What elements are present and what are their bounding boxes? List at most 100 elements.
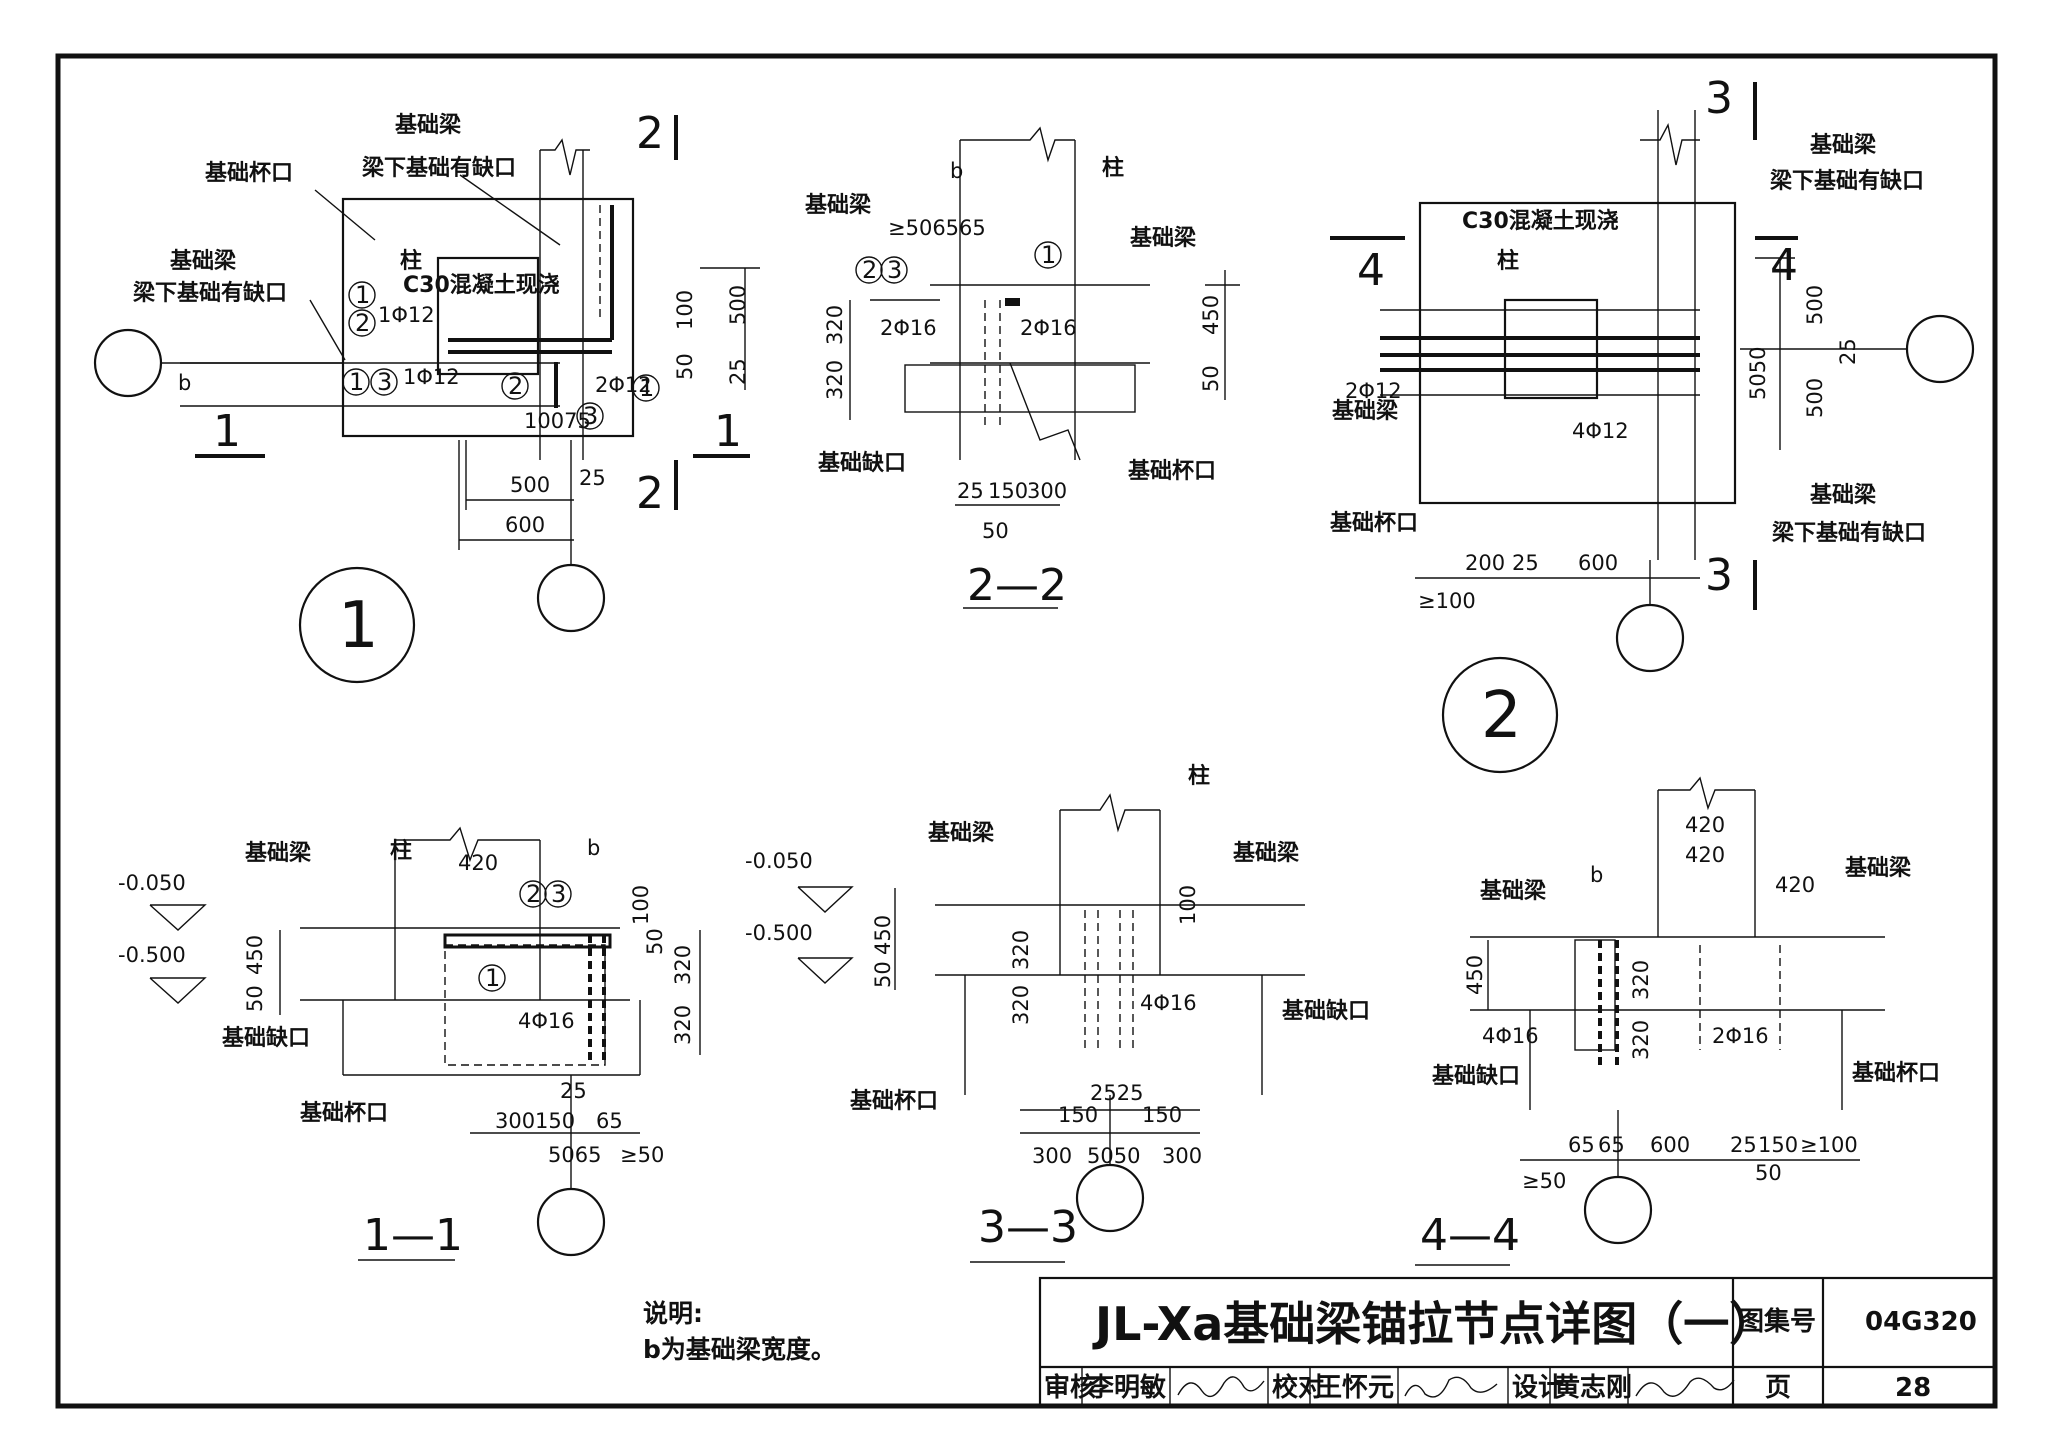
- s11-elev-1: -0.050: [118, 871, 186, 895]
- d1-mark-1b: 1: [349, 368, 364, 396]
- reviewer-name: 李明敏: [1087, 1373, 1166, 1403]
- s44-dim-65a: 65: [1568, 1133, 1595, 1157]
- d1-mark-3c: 3: [583, 402, 598, 430]
- s22-dim-50b: 50: [982, 519, 1009, 543]
- s11-mark-2: 2: [526, 880, 541, 908]
- s44-dim-420b: 420: [1685, 843, 1725, 867]
- s22-beam-label-left: 基础梁: [805, 193, 871, 218]
- section-3-3: [797, 793, 1305, 1263]
- d1-dim-50v: 50: [673, 353, 697, 380]
- s44-dim-420a: 420: [1685, 813, 1725, 837]
- s44-dim-320a: 320: [1629, 960, 1653, 1000]
- detail-2-number: 2: [1481, 679, 1522, 753]
- s44-rebar-4phi16: 4Φ16: [1482, 1024, 1539, 1048]
- s33-dim-50: 50: [871, 961, 895, 988]
- s11-dim-320b: 320: [671, 1005, 695, 1045]
- s22-mark-1: 1: [1041, 241, 1056, 269]
- s33-elev-2: -0.500: [745, 921, 813, 945]
- s11-dim-100: 100: [629, 885, 653, 925]
- s33-dim-320a: 320: [1009, 930, 1033, 970]
- s22-dim-150: 150: [988, 479, 1028, 503]
- d2-cup-label: 基础杯口: [1330, 511, 1418, 536]
- atlas-label: 图集号: [1738, 1306, 1816, 1337]
- s11-dim-420: 420: [458, 851, 498, 875]
- section-2-2: [849, 126, 1240, 609]
- d2-cut-4-left: 4: [1357, 245, 1385, 296]
- d1-dim-25v: 25: [726, 358, 750, 385]
- s11-mark-3: 3: [551, 880, 566, 908]
- s11-dim-65: 65: [596, 1109, 623, 1133]
- d2-rebar-4phi12: 4Φ12: [1572, 419, 1629, 443]
- s11-notch-label: 基础缺口: [222, 1025, 310, 1051]
- s44-notch-label: 基础缺口: [1432, 1063, 1520, 1089]
- s33-dim-150a: 150: [1058, 1103, 1098, 1127]
- d1-concrete-label: C30混凝土现浇: [403, 272, 560, 298]
- s22-dim-b: b: [950, 159, 963, 183]
- section-1-1-title: 1—1: [363, 1210, 463, 1261]
- d2-dim-25: 25: [1512, 551, 1539, 575]
- s22-mark-3: 3: [887, 256, 902, 284]
- d1-dim-100: 100: [673, 290, 697, 330]
- s22-rebar-2phi16-left: 2Φ16: [880, 316, 937, 340]
- s44-dim-65b: 65: [1598, 1133, 1625, 1157]
- detail-1-number: 1: [338, 589, 379, 663]
- s33-dim-320b: 320: [1009, 985, 1033, 1025]
- d2-cut-3-top: 3: [1705, 73, 1733, 124]
- s44-beam-label-right: 基础梁: [1845, 856, 1911, 881]
- d1-dim-600: 600: [505, 513, 545, 537]
- d1-notch-beam-label-b1: 基础梁: [170, 249, 236, 274]
- section-2-2-title: 2—2: [967, 560, 1067, 611]
- s44-dim-450: 450: [1463, 955, 1487, 995]
- d2-dim-600: 600: [1578, 551, 1618, 575]
- reviewer-signature: [1177, 1376, 1265, 1398]
- s44-dim-50: 50: [1755, 1161, 1782, 1185]
- d1-notch-beam-label-b2: 梁下基础有缺口: [132, 280, 287, 306]
- d2-column-label: 柱: [1497, 249, 1519, 274]
- s22-notch-label: 基础缺口: [818, 450, 906, 476]
- d1-dim-500: 500: [510, 473, 550, 497]
- section-4-4: [1415, 776, 1885, 1266]
- d2-dim-200: 200: [1465, 551, 1505, 575]
- s33-beam-label-left: 基础梁: [928, 821, 994, 846]
- d2-dim-ge100: ≥100: [1418, 589, 1476, 613]
- checker-name: 王怀元: [1316, 1373, 1394, 1403]
- d2-notch-beam-a2: 梁下基础有缺口: [1769, 168, 1924, 194]
- s11-dim-b: b: [587, 836, 600, 860]
- d1-mark-1a: 1: [355, 281, 370, 309]
- d1-cut-2-bottom: 2: [636, 468, 664, 519]
- check-label: 校对: [1272, 1372, 1324, 1403]
- d2-cut-4-right: 4: [1770, 240, 1798, 291]
- d1-dim-b: b: [178, 371, 191, 395]
- d1-cup-label: 基础杯口: [205, 161, 293, 186]
- s22-mark-2: 2: [862, 256, 877, 284]
- s44-dim-ge50: ≥50: [1522, 1169, 1566, 1193]
- s44-rebar-2phi16: 2Φ16: [1712, 1024, 1769, 1048]
- s33-cup-label: 基础杯口: [850, 1089, 938, 1114]
- s44-dim-ge100: ≥100: [1800, 1133, 1858, 1157]
- design-label: 设计: [1512, 1373, 1564, 1403]
- section-4-4-title: 4—4: [1420, 1210, 1520, 1261]
- d2-cut-3-bottom: 3: [1705, 550, 1733, 601]
- d1-mark-3b: 3: [377, 368, 392, 396]
- d1-dim-500v: 500: [726, 285, 750, 325]
- d1-column-label: 柱: [400, 249, 422, 274]
- s11-dim-50r: 50: [643, 928, 667, 955]
- s33-dim-150b: 150: [1142, 1103, 1182, 1127]
- s11-elev-2: -0.500: [118, 943, 186, 967]
- sheet-border: [55, 53, 1998, 1409]
- s11-dim-300: 300: [495, 1109, 535, 1133]
- atlas-number: 04G320: [1865, 1307, 1977, 1337]
- s11-column-label: 柱: [390, 839, 412, 864]
- s11-dim-50: 50: [243, 985, 267, 1012]
- s11-dim-450: 450: [243, 935, 267, 975]
- s22-column-label: 柱: [1102, 156, 1124, 181]
- d1-notch-beam-label-a1: 基础梁: [395, 113, 461, 138]
- d2-concrete-label: C30混凝土现浇: [1462, 208, 1619, 234]
- page-number: 28: [1895, 1373, 1931, 1403]
- detail-2-plan: [1330, 82, 1975, 774]
- d1-notch-beam-label-a2: 梁下基础有缺口: [361, 155, 516, 181]
- s33-beam-label-right: 基础梁: [1233, 841, 1299, 866]
- s44-cup-label: 基础杯口: [1852, 1061, 1940, 1086]
- s33-dim-100: 100: [1176, 885, 1200, 925]
- s44-dim-420c: 420: [1775, 873, 1815, 897]
